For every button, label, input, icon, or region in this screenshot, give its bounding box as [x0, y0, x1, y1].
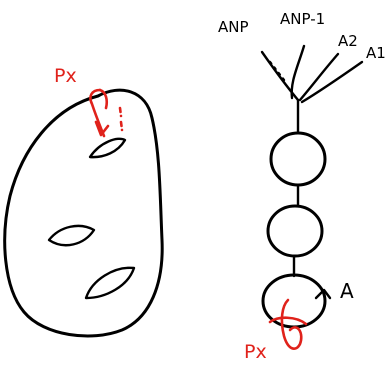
- boundary-label: A: [340, 279, 354, 303]
- leaf-label-anp-1: ANP-1: [280, 10, 325, 28]
- surface-loop-label: Px: [54, 65, 77, 87]
- leaf-label-anp: ANP: [218, 18, 249, 36]
- surface-outline: [3, 88, 164, 338]
- handle-hole-top: [88, 137, 127, 159]
- branch-anp: [260, 50, 300, 102]
- handle-hole-bottom: [84, 266, 136, 300]
- leaf-label-a2: A2: [338, 32, 358, 50]
- branch-a1: [300, 60, 364, 104]
- tree-branches: [260, 44, 364, 134]
- handle-hole-middle: [47, 224, 96, 247]
- leaf-label-a1: A1: [366, 44, 386, 62]
- tree-loop-px: [268, 298, 308, 350]
- branch-anp-1: [290, 44, 306, 100]
- sphere-1: [269, 131, 327, 187]
- surface-loop-px: [89, 88, 124, 138]
- boundary-arrow: [314, 288, 332, 300]
- genus-surface: Px: [3, 65, 164, 338]
- sphere-2: [266, 204, 324, 258]
- tree-loop-label: Px: [244, 341, 267, 363]
- branch-a2: [298, 52, 340, 102]
- tree-diagram: ANP ANP-1 A2 A1 A Px: [218, 10, 386, 363]
